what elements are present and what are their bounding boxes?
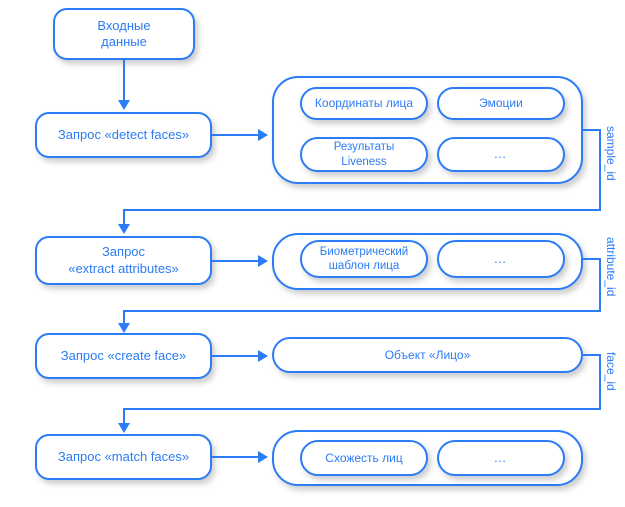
node-request-match-faces-label: Запрос «match faces» <box>57 448 190 464</box>
connector-face-id-left <box>123 408 601 410</box>
connector-sample-id-left <box>123 209 601 211</box>
node-result-face-similarity-label: Схожесть лиц <box>325 450 403 465</box>
connector-attribute-id-out <box>583 258 601 260</box>
node-result-extract-more: … <box>437 240 565 278</box>
node-result-face-coordinates: Координаты лица <box>300 87 428 120</box>
node-request-detect-faces: Запрос «detect faces» <box>35 112 212 158</box>
connector-face-id-out <box>583 354 601 356</box>
connector-face-id-down <box>599 354 601 410</box>
connector-detect-to-results <box>212 134 262 136</box>
arrowhead-input-to-detect <box>118 100 130 110</box>
node-request-detect-faces-label: Запрос «detect faces» <box>57 126 190 142</box>
node-result-face-coordinates-label: Координаты лица <box>314 96 414 110</box>
connector-attribute-id-down <box>599 258 601 312</box>
node-request-create-face-label: Запрос «create face» <box>60 347 187 363</box>
node-result-emotions-label: Эмоции <box>479 96 523 110</box>
node-result-face-similarity: Схожесть лиц <box>300 440 428 476</box>
connector-extract-to-results <box>212 260 262 262</box>
connector-attribute-id-left <box>123 310 601 312</box>
connector-sample-id-out <box>583 129 601 131</box>
label-sample-id: sample_id <box>604 126 618 181</box>
node-input-data-line1: Входные <box>97 17 151 33</box>
label-face-id-text: face_id <box>604 352 618 391</box>
node-result-emotions: Эмоции <box>437 87 565 120</box>
connector-sample-id-into-extract <box>123 209 125 227</box>
node-request-match-faces: Запрос «match faces» <box>35 434 212 480</box>
node-request-create-face: Запрос «create face» <box>35 333 212 379</box>
label-face-id: face_id <box>604 352 618 391</box>
node-result-biometric-template-line2: шаблон лица <box>328 260 400 272</box>
node-input-data: Входные данные <box>53 8 195 60</box>
label-sample-id-text: sample_id <box>604 126 618 181</box>
node-result-biometric-template: Биометрический шаблон лица <box>300 240 428 278</box>
node-result-biometric-template-line1: Биометрический <box>319 245 409 258</box>
connector-sample-id-down <box>599 129 601 211</box>
arrowhead-match-to-results <box>258 451 268 463</box>
arrowhead-face-id-to-match <box>118 423 130 433</box>
node-result-face-object-label: Объект «Лицо» <box>384 347 471 362</box>
node-result-liveness-line1: Результаты <box>333 141 395 154</box>
connector-face-id-into-match <box>123 408 125 426</box>
label-attribute-id-text: attribute_id <box>604 237 618 297</box>
arrowhead-sample-id-to-extract <box>118 224 130 234</box>
connector-create-to-result <box>212 355 262 357</box>
arrowhead-extract-to-results <box>258 255 268 267</box>
node-result-match-more: … <box>437 440 565 476</box>
node-request-extract-attributes-line1: Запрос <box>101 244 146 260</box>
arrowhead-create-to-result <box>258 350 268 362</box>
arrowhead-attribute-id-to-create <box>118 323 130 333</box>
node-result-liveness: Результаты Liveness <box>300 137 428 172</box>
arrowhead-detect-to-results <box>258 129 268 141</box>
node-result-face-object: Объект «Лицо» <box>272 337 583 373</box>
node-request-extract-attributes-line2: «extract attributes» <box>68 260 179 276</box>
label-attribute-id: attribute_id <box>604 237 618 296</box>
connector-input-to-detect <box>123 60 125 102</box>
node-result-detect-more: … <box>437 137 565 172</box>
connector-attribute-id-into-create <box>123 310 125 326</box>
node-request-extract-attributes: Запрос «extract attributes» <box>35 236 212 285</box>
connector-match-to-results <box>212 456 262 458</box>
node-input-data-line2: данные <box>101 34 147 49</box>
node-result-extract-more-label: … <box>493 250 509 266</box>
node-result-detect-more-label: … <box>493 146 509 162</box>
node-result-match-more-label: … <box>493 449 509 465</box>
node-result-liveness-line2: Liveness <box>341 155 387 168</box>
